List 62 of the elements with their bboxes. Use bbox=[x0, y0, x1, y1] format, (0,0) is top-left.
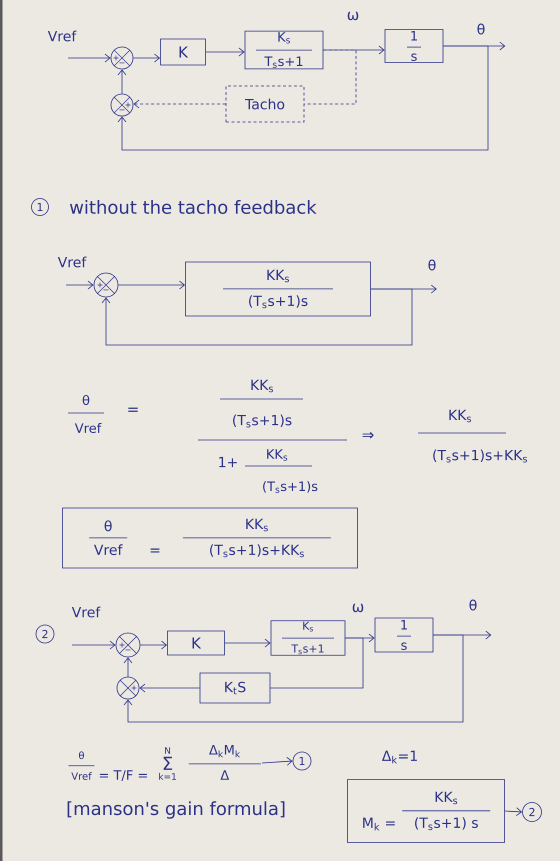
signal-label: Vref bbox=[58, 256, 87, 268]
block-box: 1 s bbox=[384, 29, 444, 63]
dashed-arrow bbox=[133, 100, 226, 108]
circled-number: 1 bbox=[292, 752, 312, 770]
math-term: ⇒ bbox=[362, 432, 374, 438]
arrow bbox=[206, 48, 245, 56]
arrow bbox=[68, 54, 111, 62]
arrow bbox=[118, 46, 488, 150]
math-term: (T$_{s}$s+1)s bbox=[233, 414, 292, 428]
circled-number: 1 bbox=[31, 198, 49, 216]
summing-junction: + bbox=[116, 676, 140, 700]
math-term: (T$_{s}$s+1)s bbox=[263, 481, 318, 493]
arrow bbox=[139, 684, 200, 692]
summing-junction: + − bbox=[110, 46, 134, 70]
arrow bbox=[118, 280, 186, 290]
block-box: K$_{t}$S bbox=[200, 672, 270, 704]
summing-junction: + − bbox=[110, 94, 134, 116]
signal-label: θ bbox=[470, 600, 477, 610]
arrow bbox=[224, 638, 271, 648]
signal-label: ω bbox=[352, 604, 364, 612]
block-box: K bbox=[167, 630, 225, 656]
arrow bbox=[504, 807, 522, 816]
signal-label: θ bbox=[478, 24, 485, 34]
signal-label: ω bbox=[348, 12, 358, 20]
signal-label: θ bbox=[428, 260, 436, 270]
math-term: 1+ bbox=[219, 456, 237, 468]
signal-label: Vref bbox=[48, 30, 77, 42]
dashed-line bbox=[304, 50, 356, 104]
summing-junction: + − bbox=[94, 272, 118, 298]
math-term: (T$_{s}$s+1)s+KK$_{s}$ bbox=[433, 450, 528, 462]
arrow bbox=[72, 640, 116, 650]
circled-number: 2 bbox=[522, 802, 542, 822]
block-box: Tacho bbox=[226, 86, 304, 122]
block-box: 1 s bbox=[374, 618, 434, 652]
circled-number: 2 bbox=[36, 624, 54, 644]
equation: θ Vref = T/F = N Σ k=1 Δ$_{k}$M$_{k}$ Δ bbox=[68, 745, 262, 781]
block-box: KK$_{s}$ (T$_{s}$s+1)s bbox=[185, 262, 371, 316]
arrow bbox=[262, 756, 293, 766]
block-box: K$_{s}$ T$_{s}$s+1 bbox=[270, 620, 346, 656]
math-term: Vref bbox=[74, 422, 102, 434]
math-term: KK$_{s}$ bbox=[267, 449, 288, 461]
math-term: Δ$_{k}$=1 bbox=[382, 750, 417, 764]
equation-box: M$_{k}$ = KK$_{s}$ (T$_{s}$s+1) s bbox=[347, 779, 505, 843]
math-term: KK$_{s}$ bbox=[251, 380, 273, 392]
arrow bbox=[140, 640, 168, 650]
block-box: K bbox=[160, 38, 206, 66]
arrow bbox=[124, 657, 132, 677]
equation-box: θ Vref = KK$_{s}$ (T$_{s}$s+1)s+KK$_{s}$ bbox=[62, 508, 358, 568]
heading-text: without the tacho feedback bbox=[70, 200, 317, 214]
arrow bbox=[102, 288, 412, 346]
arrow bbox=[133, 54, 160, 62]
line bbox=[270, 638, 364, 688]
math-term: KK$_{s}$ bbox=[449, 410, 471, 422]
summing-junction: + − bbox=[116, 632, 140, 658]
block-box: K$_{s}$ T$_{s}$s+1 bbox=[244, 30, 324, 70]
arrow bbox=[124, 634, 464, 722]
note-text: [manson's gain formula] bbox=[68, 801, 284, 819]
arrow bbox=[118, 69, 126, 94]
arrow bbox=[66, 280, 94, 290]
math-term: θ bbox=[82, 394, 90, 406]
math-term: = bbox=[128, 408, 138, 412]
signal-label: Vref bbox=[72, 606, 101, 618]
